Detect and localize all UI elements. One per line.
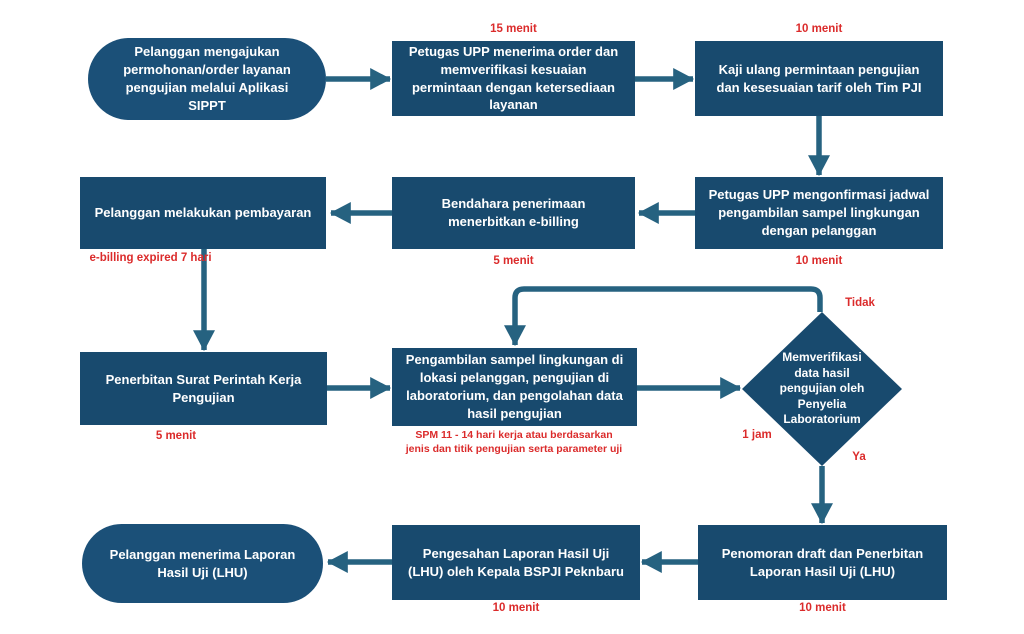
duration-line-2: jenis dan titik pengujian serta paramete… <box>405 442 623 455</box>
branch-yes-label: Ya <box>852 451 866 463</box>
expiry-note-label: e-billing expired 7 hari <box>89 252 212 264</box>
duration-line-1: SPM 11 - 14 hari kerja atau berdasarkan <box>415 429 613 441</box>
node-label: Petugas UPP menerima order dan memverifi… <box>408 43 619 113</box>
node-end-terminator: Pelanggan menerima Laporan Hasil Uji (LH… <box>82 524 323 603</box>
arrow-decision-no-loop <box>504 286 823 347</box>
duration-label: 10 menit <box>795 23 843 35</box>
node-issue-ebilling: Bendahara penerimaan menerbitkan e-billi… <box>392 177 635 249</box>
node-label: Pelanggan melakukan pembayaran <box>94 205 312 221</box>
branch-no-label: Tidak <box>845 297 875 309</box>
duration-label: 1 jam <box>742 429 772 441</box>
node-approve-lhu: Pengesahan Laporan Hasil Uji (LHU) oleh … <box>392 525 640 600</box>
node-label: Penerbitan Surat Perintah Kerja Pengujia… <box>105 371 302 405</box>
node-label: Pelanggan mengajukan permohonan/order la… <box>123 44 291 113</box>
node-confirm-schedule: Petugas UPP mengonfirmasi jadwal pengamb… <box>695 177 943 249</box>
node-payment: Pelanggan melakukan pembayaran <box>80 177 326 249</box>
duration-label: SPM 11 - 14 hari kerja atau berdasarkan … <box>380 429 648 456</box>
node-review-request: Kaji ulang permintaan pengujian dan kese… <box>695 41 943 116</box>
duration-label: 5 menit <box>155 430 197 442</box>
node-label: Pelanggan menerima Laporan Hasil Uji (LH… <box>109 546 296 580</box>
duration-label: 15 menit <box>490 23 537 35</box>
node-label: Petugas UPP mengonfirmasi jadwal pengamb… <box>708 187 930 238</box>
node-start-terminator: Pelanggan mengajukan permohonan/order la… <box>88 38 326 120</box>
duration-label: 10 menit <box>799 602 846 614</box>
duration-label: 5 menit <box>493 255 534 267</box>
node-verify-order: Petugas UPP menerima order dan memverifi… <box>392 41 635 116</box>
node-label: Penomoran draft dan Penerbitan Laporan H… <box>721 545 924 579</box>
node-sampling-testing: Pengambilan sampel lingkungan di lokasi … <box>392 348 637 426</box>
node-label: Pengambilan sampel lingkungan di lokasi … <box>405 352 624 421</box>
duration-label: 10 menit <box>492 602 540 614</box>
node-work-order: Penerbitan Surat Perintah Kerja Pengujia… <box>80 352 327 425</box>
node-label: Bendahara penerimaan menerbitkan e-billi… <box>441 196 586 229</box>
node-label: Pengesahan Laporan Hasil Uji (LHU) oleh … <box>408 545 624 579</box>
node-label: Memverifikasi data hasil pengujian oleh … <box>779 350 865 427</box>
node-issue-lhu: Penomoran draft dan Penerbitan Laporan H… <box>698 525 947 600</box>
duration-label: 10 menit <box>795 255 843 267</box>
node-label: Kaji ulang permintaan pengujian dan kese… <box>716 61 922 95</box>
